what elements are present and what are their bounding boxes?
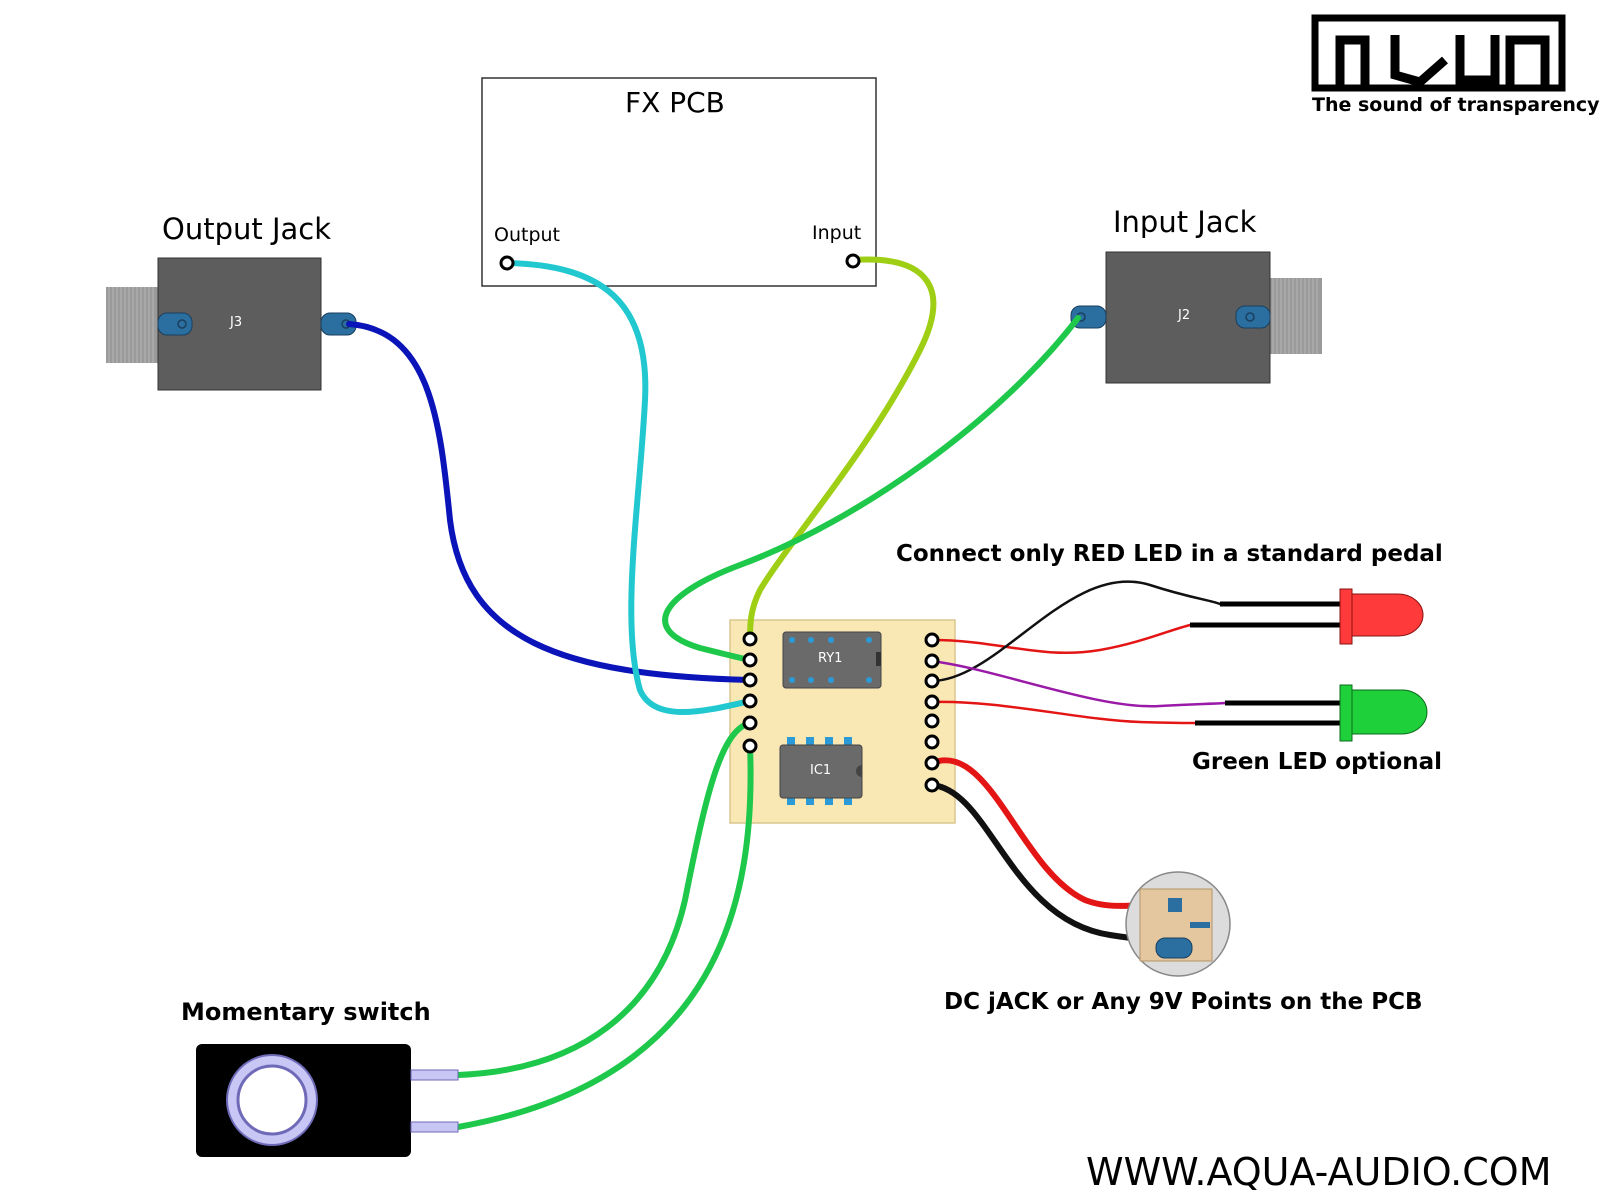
output-jack [106,257,357,391]
fx-output-terminal [499,255,515,271]
pcb-left-pads [742,631,758,754]
relay-ry1 [782,631,882,689]
wire-output-jack [346,321,753,683]
wire-dc-positive [929,757,1173,909]
dc-jack-note: DC jACK or Any 9V Points on the PCB [944,989,1423,1015]
wire-fx-input [747,256,937,643]
wire-led-red-anode [930,623,1192,655]
switch-title: Momentary switch [181,998,431,1026]
wire-switch-a [455,720,753,1078]
input-jack-title: Input Jack [1113,205,1257,239]
wire-led-green-anode [930,659,1227,708]
fx-output-label: Output [494,224,560,246]
input-jack-ref: J2 [1178,308,1191,323]
logo-tagline: The sound of transparency [1312,94,1600,116]
output-jack-ref: J3 [230,315,243,330]
fx-input-label: Input [812,222,862,244]
dc-jack [1125,871,1231,977]
ic-ic1 [779,737,863,805]
led-green [1195,684,1428,742]
input-jack [1070,251,1322,384]
fx-input-terminal [845,253,861,269]
relay-ref: RY1 [818,651,843,666]
momentary-switch [196,1044,459,1157]
ic-ref: IC1 [810,763,832,778]
wire-fx-output [504,260,753,715]
fx-pcb-title: FX PCB [625,86,725,119]
fx-pcb-box [481,77,877,287]
green-led-note: Green LED optional [1192,749,1442,775]
wire-led-red-cathode [930,580,1222,683]
wire-switch-b [455,743,754,1130]
output-jack-title: Output Jack [162,212,332,246]
led-red [1190,588,1424,645]
red-led-note: Connect only RED LED in a standard pedal [896,541,1443,567]
pcb-right-pads [924,632,940,793]
wire-input-jack [662,315,1081,663]
brand-logo [1311,14,1566,92]
website-url: WWW.AQUA-AUDIO.COM [1086,1150,1552,1194]
wire-led-green-cathode [930,700,1197,725]
